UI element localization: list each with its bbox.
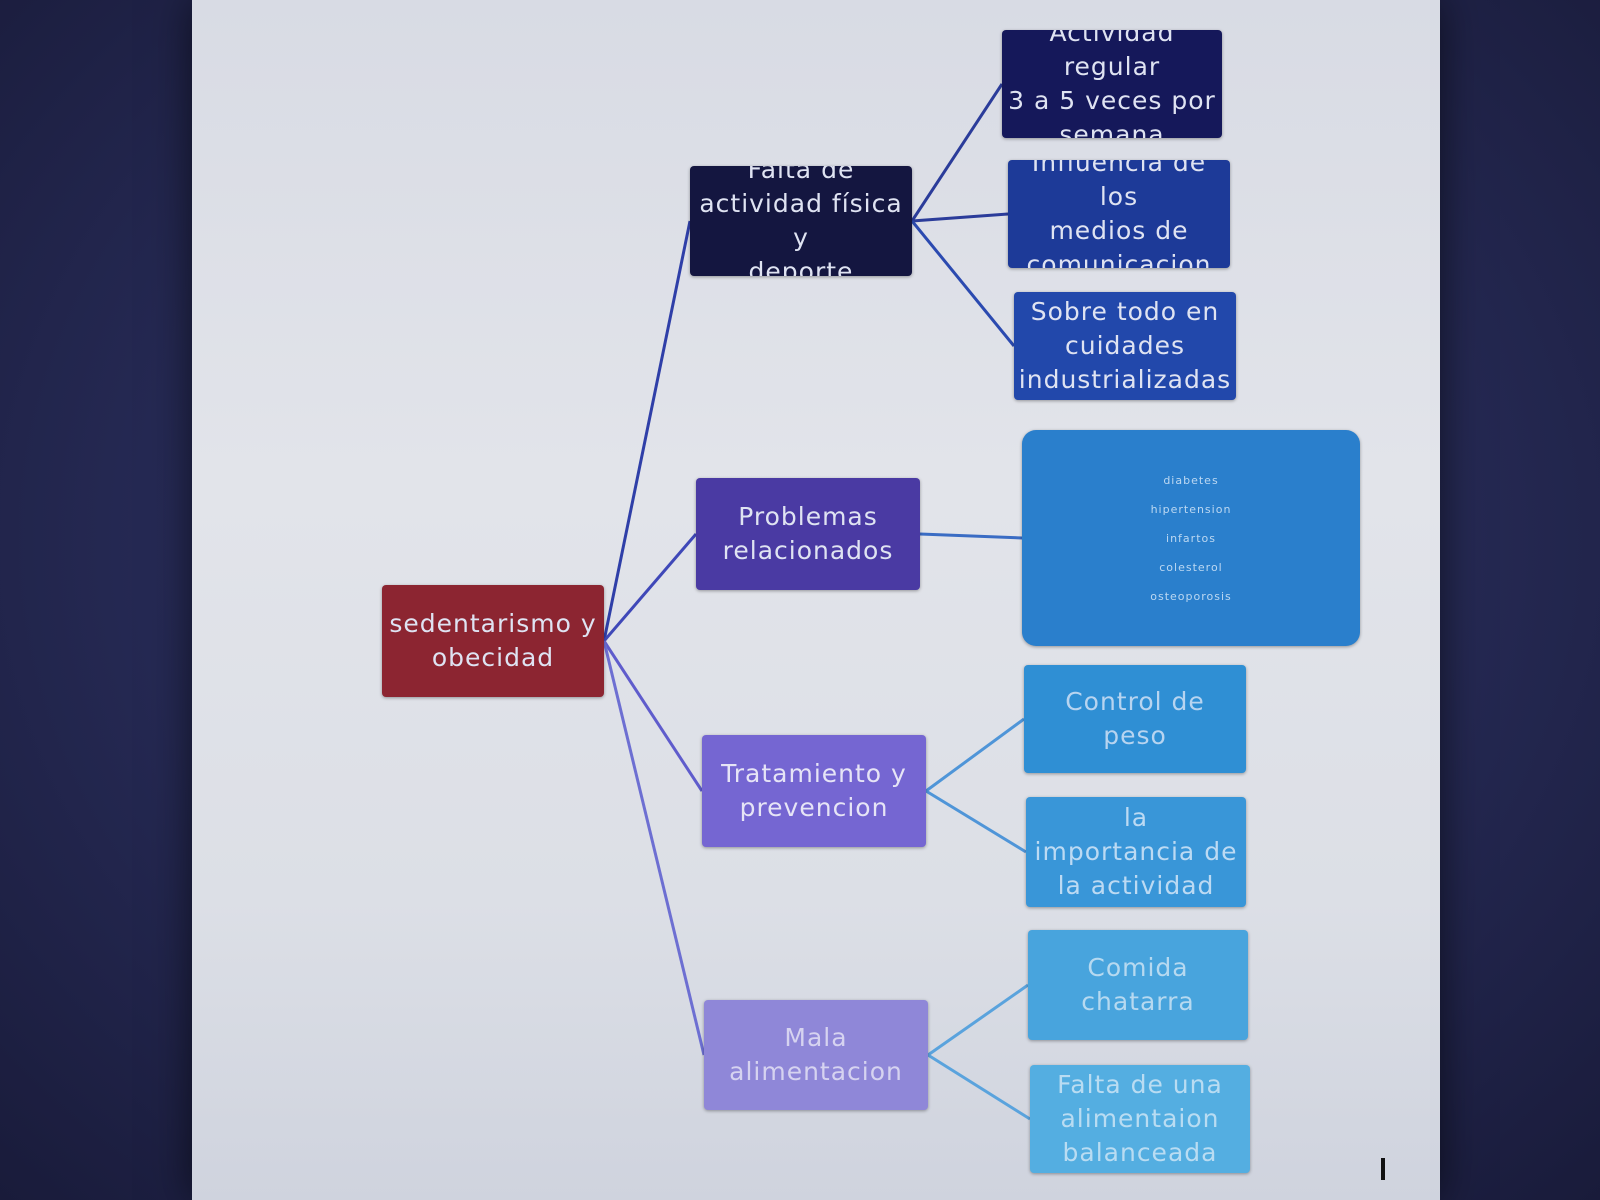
leaf-node-label: Falta de una alimentaion balanceada bbox=[1057, 1070, 1223, 1167]
leaf-node-label: Educar sobre la importancia de la activi… bbox=[1034, 797, 1238, 907]
leaf-list-item: diabetes bbox=[1163, 473, 1219, 487]
leaf-node-label: Influencia de los medios de comunicacion bbox=[1026, 160, 1212, 268]
leaf-list-item: colesterol bbox=[1159, 560, 1223, 574]
root-node[interactable]: sedentarismo y obecidad bbox=[382, 585, 604, 697]
leaf-node-influencia-medios[interactable]: Influencia de los medios de comunicacion bbox=[1008, 160, 1230, 268]
leaf-list-item: osteoporosis bbox=[1150, 589, 1232, 603]
root-node-label: sedentarismo y obecidad bbox=[389, 609, 597, 672]
branch-node-label: Falta de actividad física y deporte bbox=[699, 166, 903, 276]
leaf-node-comida-chatarra[interactable]: Comida chatarra bbox=[1028, 930, 1248, 1040]
leaf-node-label: Actividad regular 3 a 5 veces por semana bbox=[1008, 30, 1216, 138]
branch-node-label: Problemas relacionados bbox=[722, 502, 894, 565]
branch-node-label: Tratamiento y prevencion bbox=[721, 759, 907, 822]
text-cursor bbox=[1381, 1158, 1385, 1180]
branch-node-label: Mala alimentacion bbox=[729, 1023, 903, 1086]
leaf-node-label: Control de peso bbox=[1065, 687, 1205, 750]
branch-node-tratamiento-prevencion[interactable]: Tratamiento y prevencion bbox=[702, 735, 926, 847]
leaf-node-actividad-regular[interactable]: Actividad regular 3 a 5 veces por semana bbox=[1002, 30, 1222, 138]
branch-node-mala-alimentacion[interactable]: Mala alimentacion bbox=[704, 1000, 928, 1110]
leaf-node-label: Sobre todo en cuidades industrializadas bbox=[1018, 297, 1232, 394]
leaf-node-control-peso[interactable]: Control de peso bbox=[1024, 665, 1246, 773]
leaf-node-ciudades-industrializadas[interactable]: Sobre todo en cuidades industrializadas bbox=[1014, 292, 1236, 400]
leaf-node-problemas-list[interactable]: diabetes hipertension infartos colestero… bbox=[1022, 430, 1360, 646]
branch-node-falta-actividad[interactable]: Falta de actividad física y deporte bbox=[690, 166, 912, 276]
branch-node-problemas-relacionados[interactable]: Problemas relacionados bbox=[696, 478, 920, 590]
leaf-node-alimentacion-balanceada[interactable]: Falta de una alimentaion balanceada bbox=[1030, 1065, 1250, 1173]
leaf-node-educar-actividad[interactable]: Educar sobre la importancia de la activi… bbox=[1026, 797, 1246, 907]
leaf-list-item: infartos bbox=[1166, 531, 1216, 545]
leaf-node-label: Comida chatarra bbox=[1081, 953, 1195, 1016]
leaf-list-item: hipertension bbox=[1150, 502, 1232, 516]
